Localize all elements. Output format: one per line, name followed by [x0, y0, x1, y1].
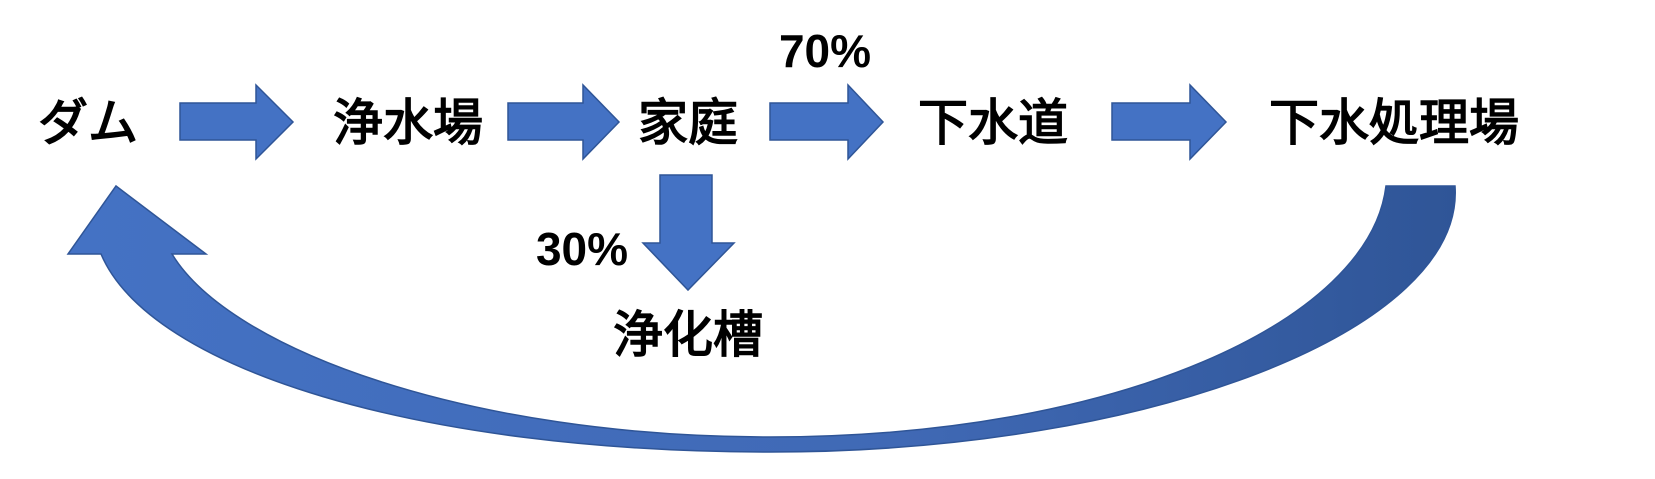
arrow-household-to-sewer — [769, 83, 885, 161]
node-dam: ダム — [38, 94, 138, 152]
arrow-household-to-septic — [641, 174, 736, 292]
arrow-plant-to-household — [507, 83, 621, 161]
label-70-percent: 70% — [779, 25, 871, 77]
label-30-percent: 30% — [536, 223, 628, 275]
node-water-purification-plant: 浄水場 — [333, 94, 483, 152]
node-sewer: 下水道 — [918, 94, 1068, 152]
node-septic-tank: 浄化槽 — [613, 306, 763, 364]
arrow-sewer-to-treatment — [1111, 83, 1228, 161]
node-household: 家庭 — [638, 94, 738, 152]
node-sewage-treatment-plant: 下水処理場 — [1269, 94, 1519, 152]
arrow-dam-to-plant — [179, 83, 295, 161]
curved-return-arrow — [66, 184, 1456, 453]
